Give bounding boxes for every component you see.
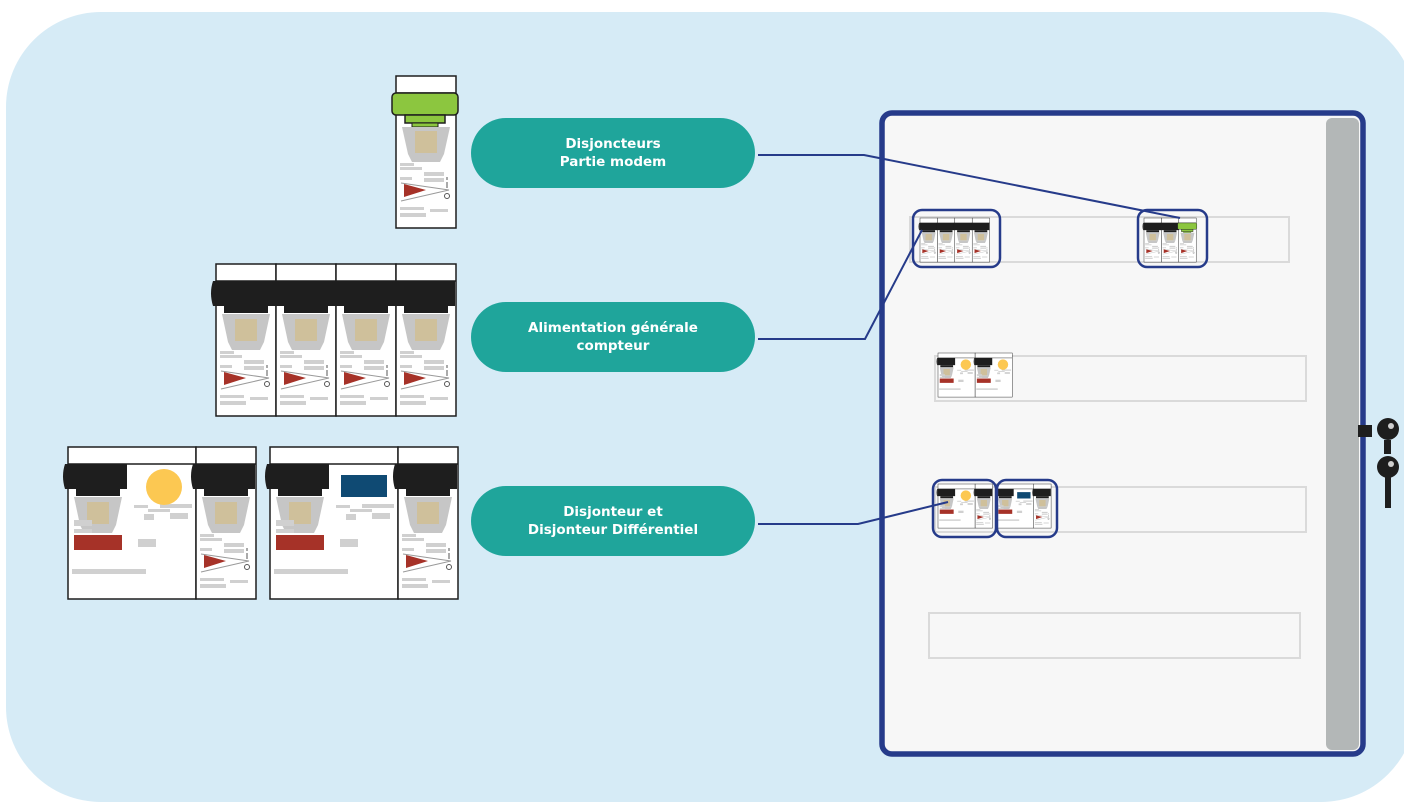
label-modem-breakers: Disjoncteurs Partie modem: [471, 118, 755, 188]
main-supply-breakers-illustration: [210, 263, 457, 417]
door-key-icon: [1358, 418, 1399, 508]
label-modem-line2: Partie modem: [559, 154, 667, 170]
yellow-indicator-icon: [146, 469, 182, 505]
rail-4: [928, 612, 1301, 659]
label-main-supply-line2: compteur: [576, 338, 650, 354]
highlight-main-supply: [911, 208, 1002, 269]
label-modem-line1: Disjoncteurs: [565, 136, 661, 152]
electrical-panel: [879, 110, 1399, 757]
highlight-differential: [995, 478, 1059, 539]
connector-main-supply: [758, 229, 923, 340]
label-differential-line1: Disjonteur et: [563, 504, 663, 520]
label-differential: Disjonteur et Disjonteur Différentiel: [471, 486, 755, 556]
label-main-supply: Alimentation générale compteur: [471, 302, 755, 372]
blue-indicator-icon: [341, 475, 387, 497]
highlight-modem-breakers: [1136, 208, 1209, 269]
connector-modem: [758, 154, 1181, 219]
modem-breaker-illustration: [391, 75, 459, 229]
label-main-supply-line1: Alimentation générale: [528, 320, 698, 336]
connector-differential: [758, 501, 949, 525]
label-differential-line2: Disjonteur Différentiel: [527, 522, 699, 538]
panel-hinge: [1326, 118, 1359, 750]
differential-breaker-illustration: [62, 446, 459, 600]
